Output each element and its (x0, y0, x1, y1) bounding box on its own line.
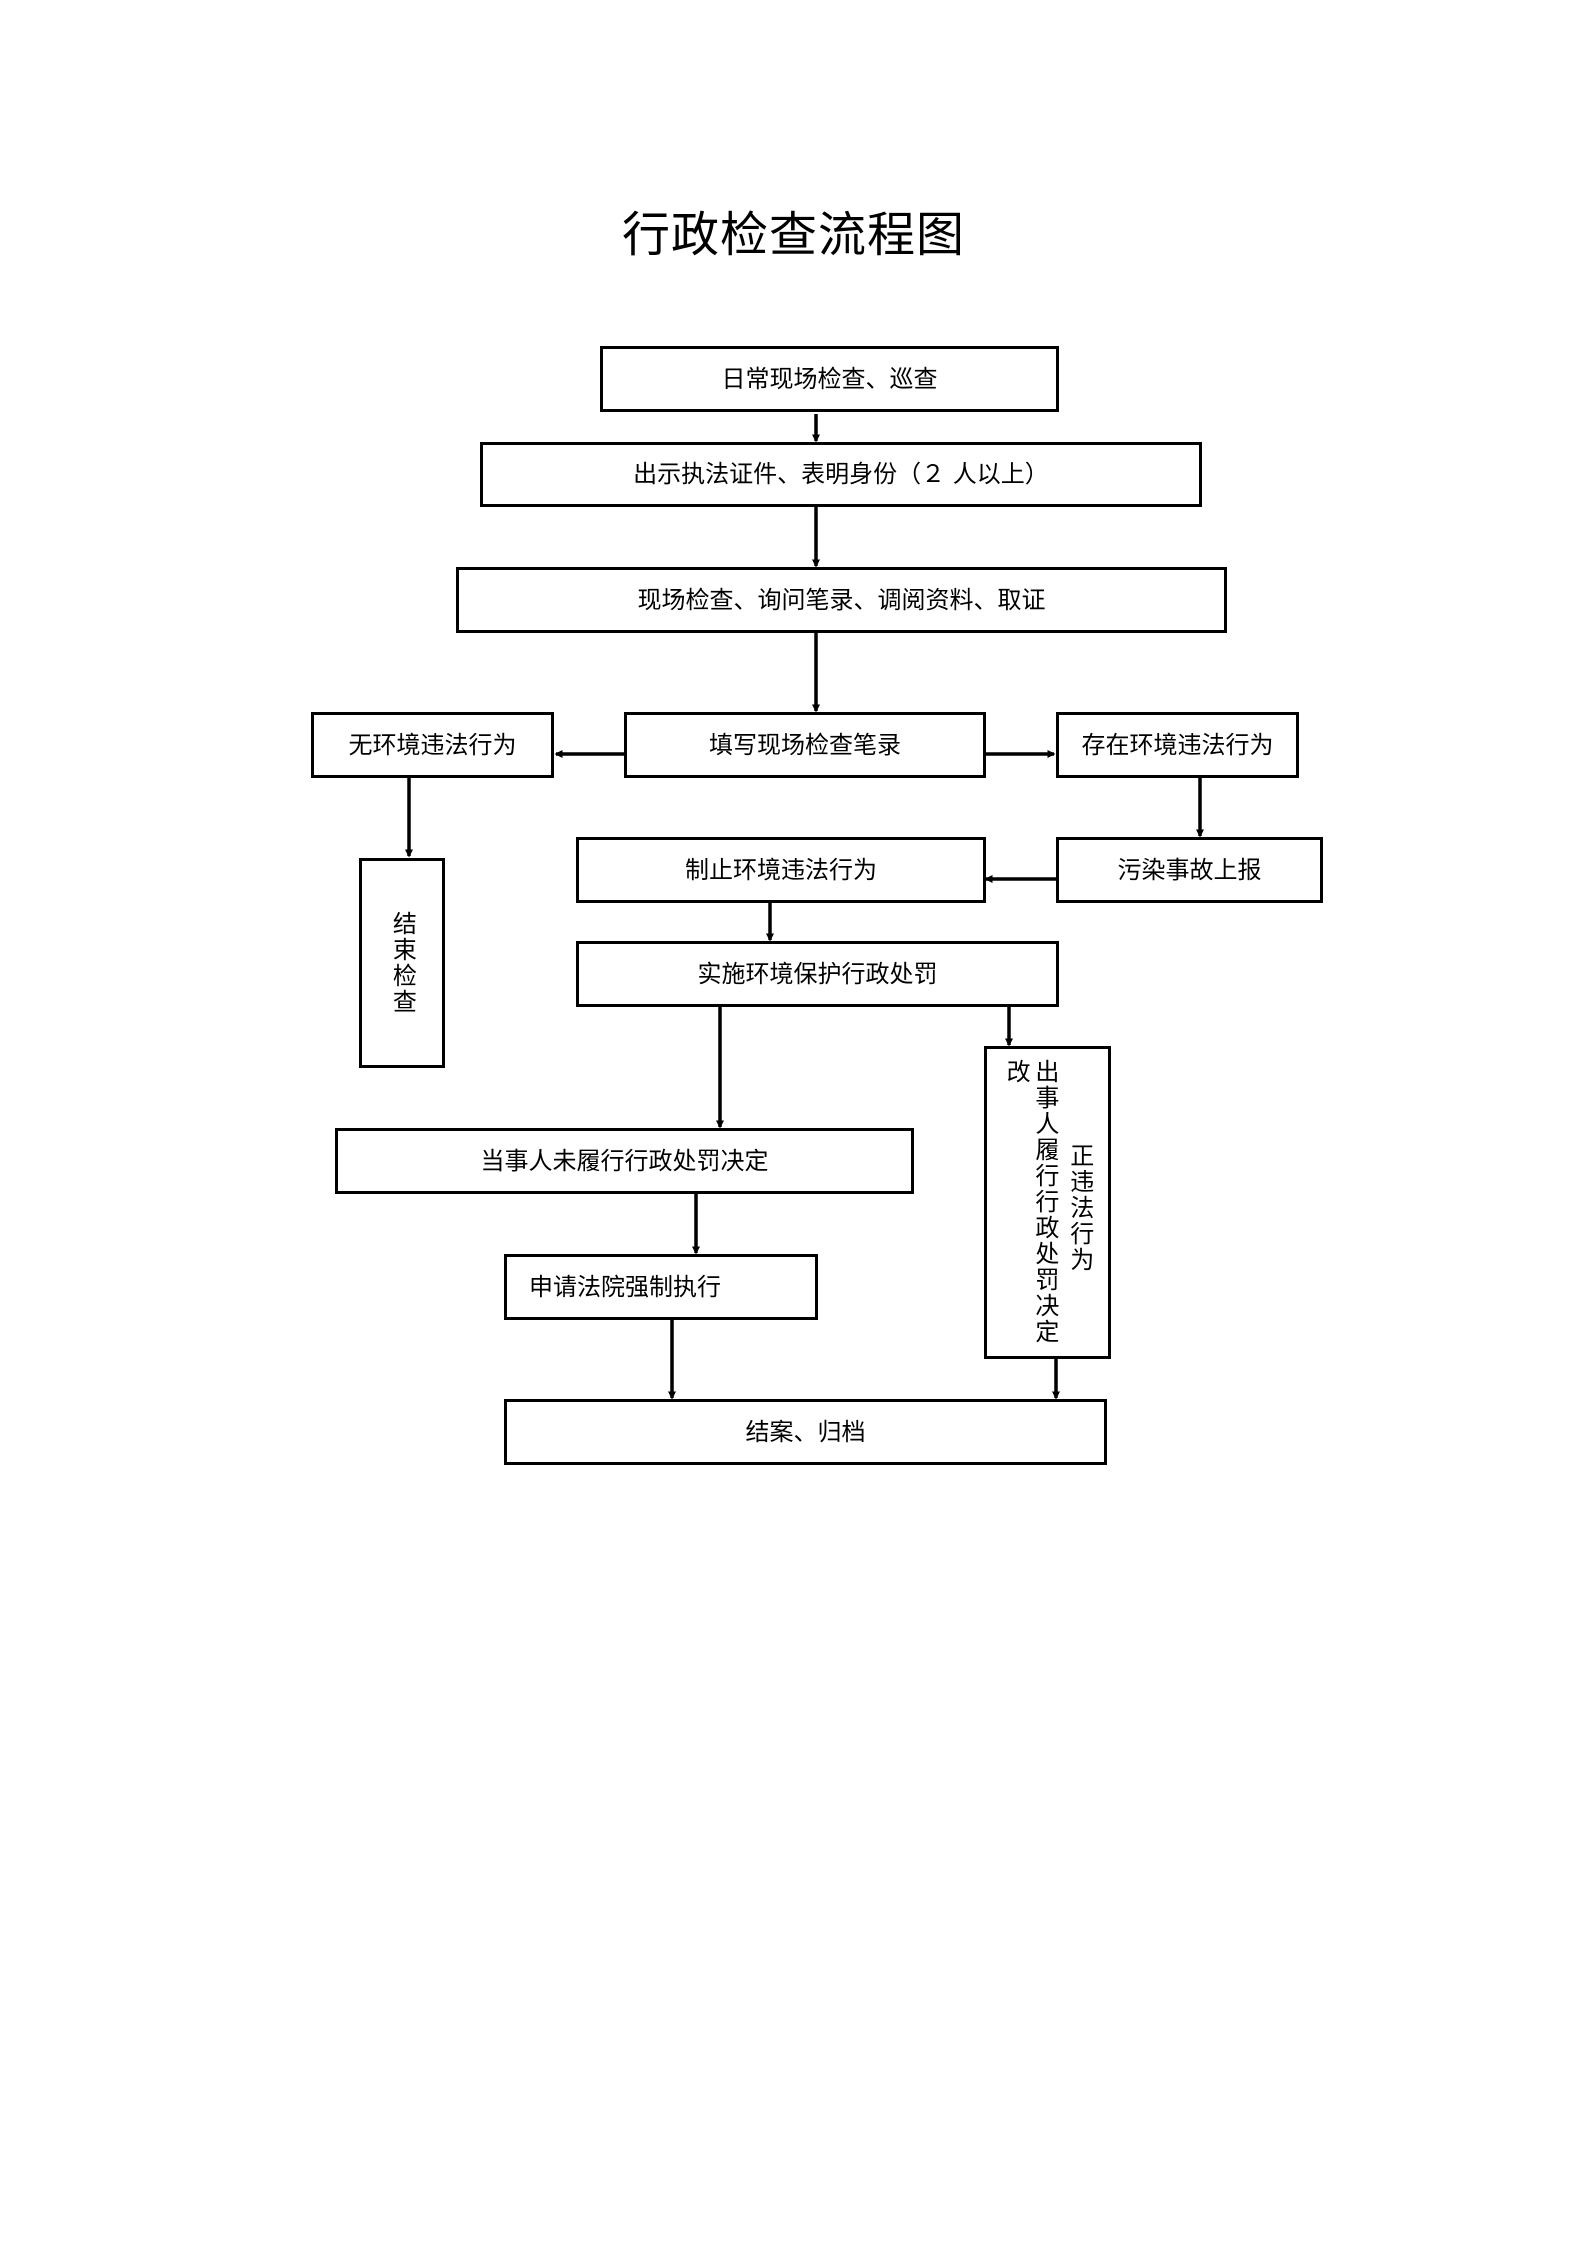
node-impose-penalty: 实施环境保护行政处罚 (576, 941, 1059, 1007)
node-pollution-report: 污染事故上报 (1056, 837, 1323, 903)
node-no-violation-label: 无环境违法行为 (348, 730, 517, 759)
node-party-not-comply: 当事人未履行行政处罚决定 (335, 1128, 914, 1194)
node-end-inspection-label: 结束检查 (388, 911, 417, 1015)
node-violation-exists-label: 存在环境违法行为 (1081, 730, 1274, 759)
page-title: 行政检查流程图 (621, 207, 965, 263)
node-violation-exists: 存在环境违法行为 (1056, 712, 1299, 778)
node-impose-penalty-label: 实施环境保护行政处罚 (697, 959, 938, 988)
node-court-enforcement-label: 申请法院强制执行 (529, 1272, 721, 1301)
node-party-comply-col1: 出事人履行行政处罚决定改 (1002, 1059, 1059, 1345)
node-no-violation: 无环境违法行为 (311, 712, 554, 778)
node-stop-violation: 制止环境违法行为 (576, 837, 986, 903)
node-party-not-comply-label: 当事人未履行行政处罚决定 (480, 1146, 769, 1175)
node-daily-inspection-label: 日常现场检查、巡查 (721, 364, 938, 393)
node-stop-violation-label: 制止环境违法行为 (685, 855, 877, 884)
node-close-archive-label: 结案、归档 (745, 1417, 866, 1446)
node-fill-record: 填写现场检查笔录 (624, 712, 986, 778)
node-court-enforcement: 申请法院强制执行 (504, 1254, 818, 1320)
node-fill-record-label: 填写现场检查笔录 (709, 730, 901, 759)
node-show-credentials-label: 出示执法证件、表明身份（２ 人以上） (633, 460, 1049, 489)
node-daily-inspection: 日常现场检查、巡查 (600, 346, 1059, 412)
node-onsite-inspection: 现场检查、询问笔录、调阅资料、取证 (456, 567, 1227, 633)
node-show-credentials: 出示执法证件、表明身份（２ 人以上） (480, 442, 1202, 507)
node-end-inspection: 结束检查 (359, 858, 445, 1068)
node-party-comply: 出事人履行行政处罚决定改 正违法行为 (984, 1046, 1111, 1359)
node-pollution-report-label: 污染事故上报 (1117, 855, 1262, 884)
node-onsite-inspection-label: 现场检查、询问笔录、调阅资料、取证 (637, 585, 1046, 614)
node-close-archive: 结案、归档 (504, 1399, 1107, 1465)
node-party-comply-col2: 正违法行为 (1065, 1143, 1094, 1273)
